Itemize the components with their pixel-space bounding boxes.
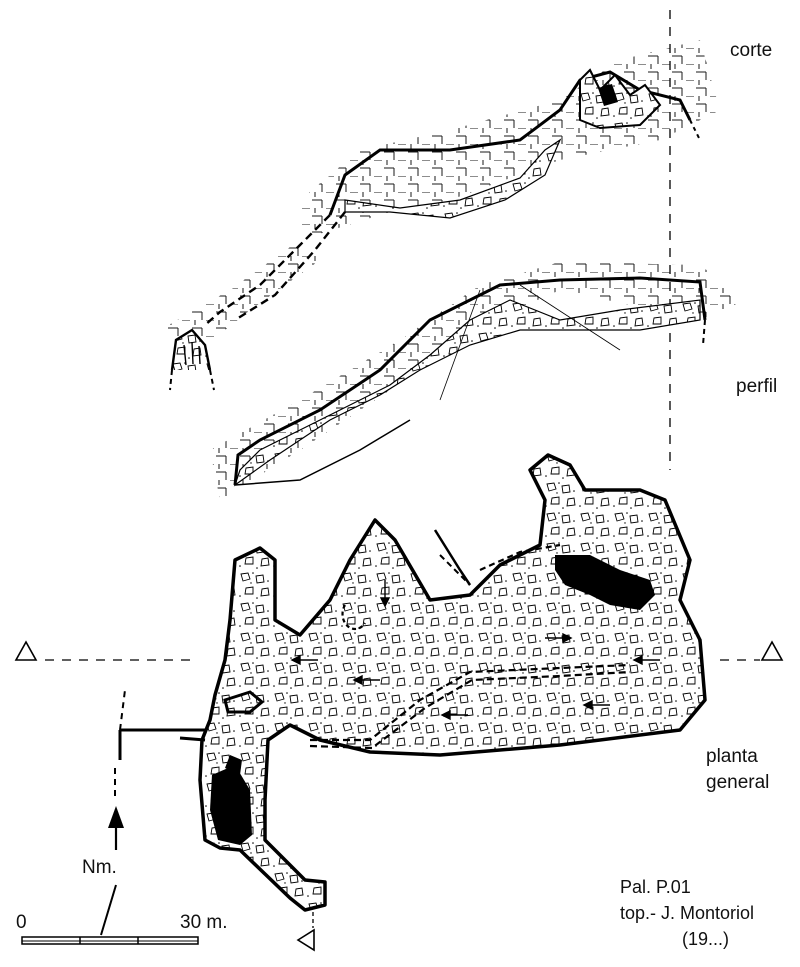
triangle-marker-icon — [760, 640, 784, 661]
ref-line-1: Pal. P.01 — [620, 877, 691, 897]
ref-line-2: top.- J. Montoriol — [620, 903, 755, 923]
profile-drawing — [210, 262, 745, 500]
scale-end-label: 30 m. — [180, 912, 228, 933]
north-arrow-icon — [100, 806, 124, 936]
triangle-marker-icon — [14, 640, 38, 661]
scale-start-label: 0 — [16, 912, 27, 933]
label-north: Nm. — [82, 857, 117, 878]
plan-drawing — [114, 453, 707, 912]
label-profile: perfil — [736, 376, 778, 397]
label-section: corte — [730, 40, 773, 61]
scale-bar — [21, 936, 199, 945]
triangle-marker-icon — [296, 928, 315, 952]
ref-line-3: (19...) — [682, 929, 730, 949]
label-plan-1: planta — [706, 746, 758, 767]
label-plan-2: general — [706, 772, 770, 793]
section-drawing — [160, 40, 720, 391]
